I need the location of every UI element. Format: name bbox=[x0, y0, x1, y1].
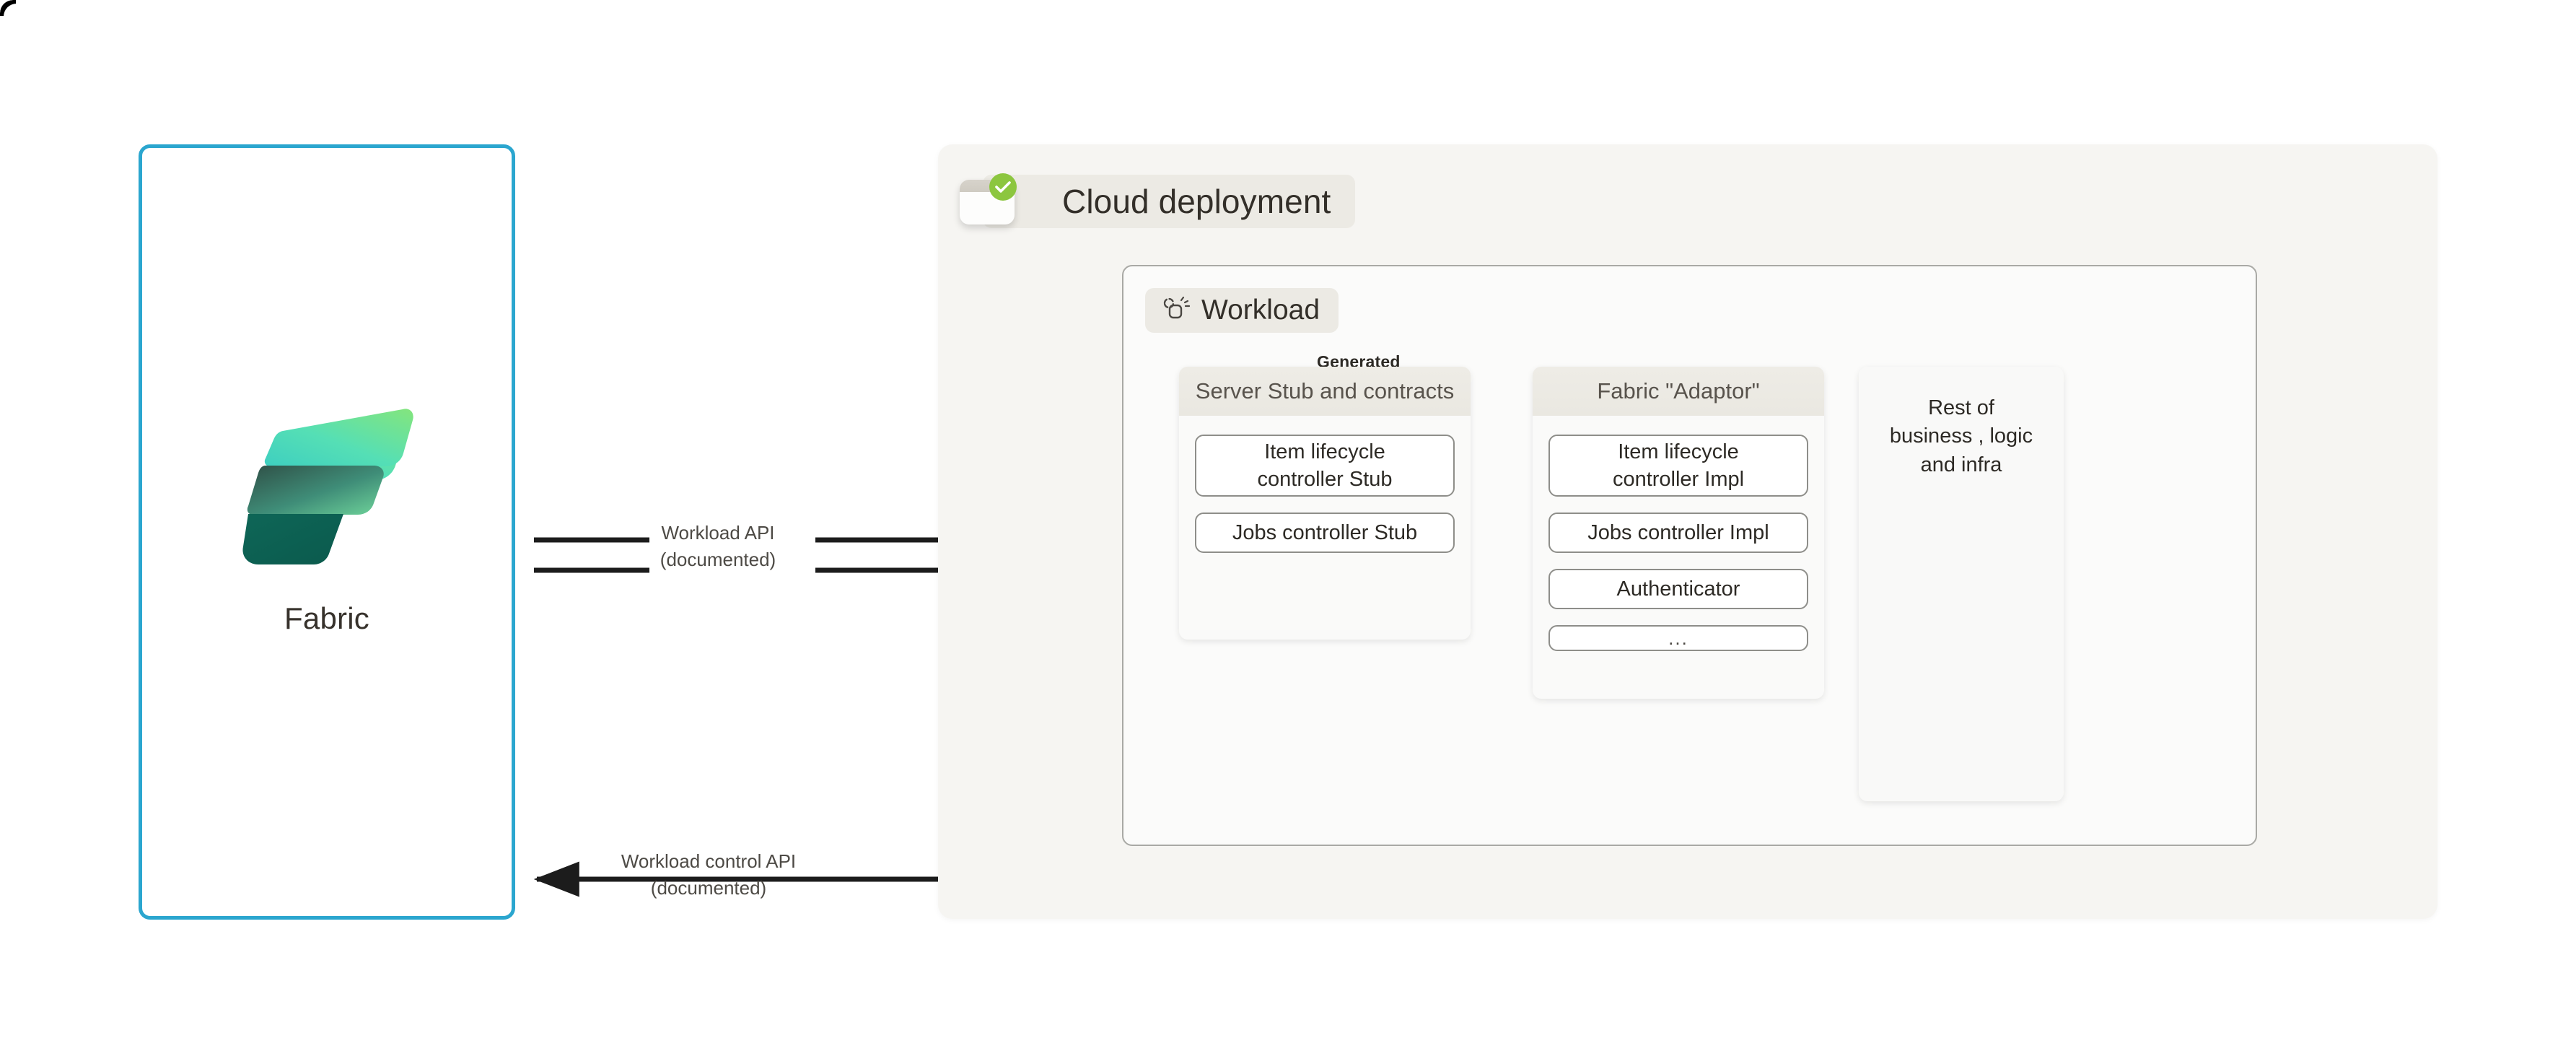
edge-label-workload-api: Workload API (documented) bbox=[635, 520, 801, 573]
node-item-lifecycle-controller-stub[interactable]: Item lifecycle controller Stub bbox=[1195, 435, 1455, 497]
workload-sparkle-icon bbox=[1163, 296, 1191, 319]
cloud-deployment-title-chip: Cloud deployment bbox=[983, 175, 1356, 228]
node-label: Item lifecycle controller Stub bbox=[1257, 440, 1393, 491]
fabric-adaptor-column-header: Fabric "Adaptor" bbox=[1533, 367, 1824, 416]
server-stub-column[interactable]: Server Stub and contracts Item lifecycle… bbox=[1179, 367, 1471, 640]
fabric-adaptor-column-body: Item lifecycle controller Impl Jobs cont… bbox=[1533, 416, 1824, 667]
workload-title: Workload bbox=[1201, 295, 1320, 326]
node-label: Jobs controller Impl bbox=[1587, 520, 1769, 544]
cloud-deployment-header: Cloud deployment bbox=[957, 173, 1356, 230]
node-label: Item lifecycle controller Impl bbox=[1612, 440, 1745, 491]
node-label: ... bbox=[1668, 627, 1688, 649]
rest-of-business-label: Rest of business , logic and infra bbox=[1889, 396, 2033, 476]
window-check-icon bbox=[957, 173, 1019, 230]
rest-of-business-box[interactable]: Rest of business , logic and infra bbox=[1859, 367, 2064, 801]
node-label: Authenticator bbox=[1616, 577, 1740, 601]
node-label: Jobs controller Stub bbox=[1232, 520, 1418, 544]
node-item-lifecycle-controller-impl[interactable]: Item lifecycle controller Impl bbox=[1548, 435, 1808, 497]
server-stub-column-header: Server Stub and contracts bbox=[1179, 367, 1471, 416]
workload-title-chip: Workload bbox=[1145, 288, 1339, 333]
edge-label-line1: Workload control API bbox=[621, 850, 797, 872]
fabric-panel[interactable]: Fabric bbox=[139, 144, 515, 920]
node-jobs-controller-impl[interactable]: Jobs controller Impl bbox=[1548, 513, 1808, 553]
frame-corner bbox=[0, 0, 16, 16]
node-jobs-controller-stub[interactable]: Jobs controller Stub bbox=[1195, 513, 1455, 553]
edge-label-workload-control-api: Workload control API (documented) bbox=[586, 848, 831, 902]
fabric-logo-wrap: Fabric bbox=[142, 393, 512, 636]
edge-label-line2: (documented) bbox=[660, 548, 776, 570]
server-stub-column-body: Item lifecycle controller Stub Jobs cont… bbox=[1179, 416, 1471, 569]
check-badge-icon bbox=[989, 173, 1017, 201]
edge-label-line2: (documented) bbox=[650, 876, 767, 899]
fabric-adaptor-column[interactable]: Fabric "Adaptor" Item lifecycle controll… bbox=[1533, 367, 1824, 699]
fabric-logo bbox=[242, 409, 413, 564]
fabric-label: Fabric bbox=[284, 601, 369, 635]
node-more-ellipsis[interactable]: ... bbox=[1548, 625, 1808, 651]
edge-label-line1: Workload API bbox=[661, 522, 775, 544]
node-authenticator[interactable]: Authenticator bbox=[1548, 569, 1808, 609]
cloud-deployment-title: Cloud deployment bbox=[1062, 183, 1331, 220]
